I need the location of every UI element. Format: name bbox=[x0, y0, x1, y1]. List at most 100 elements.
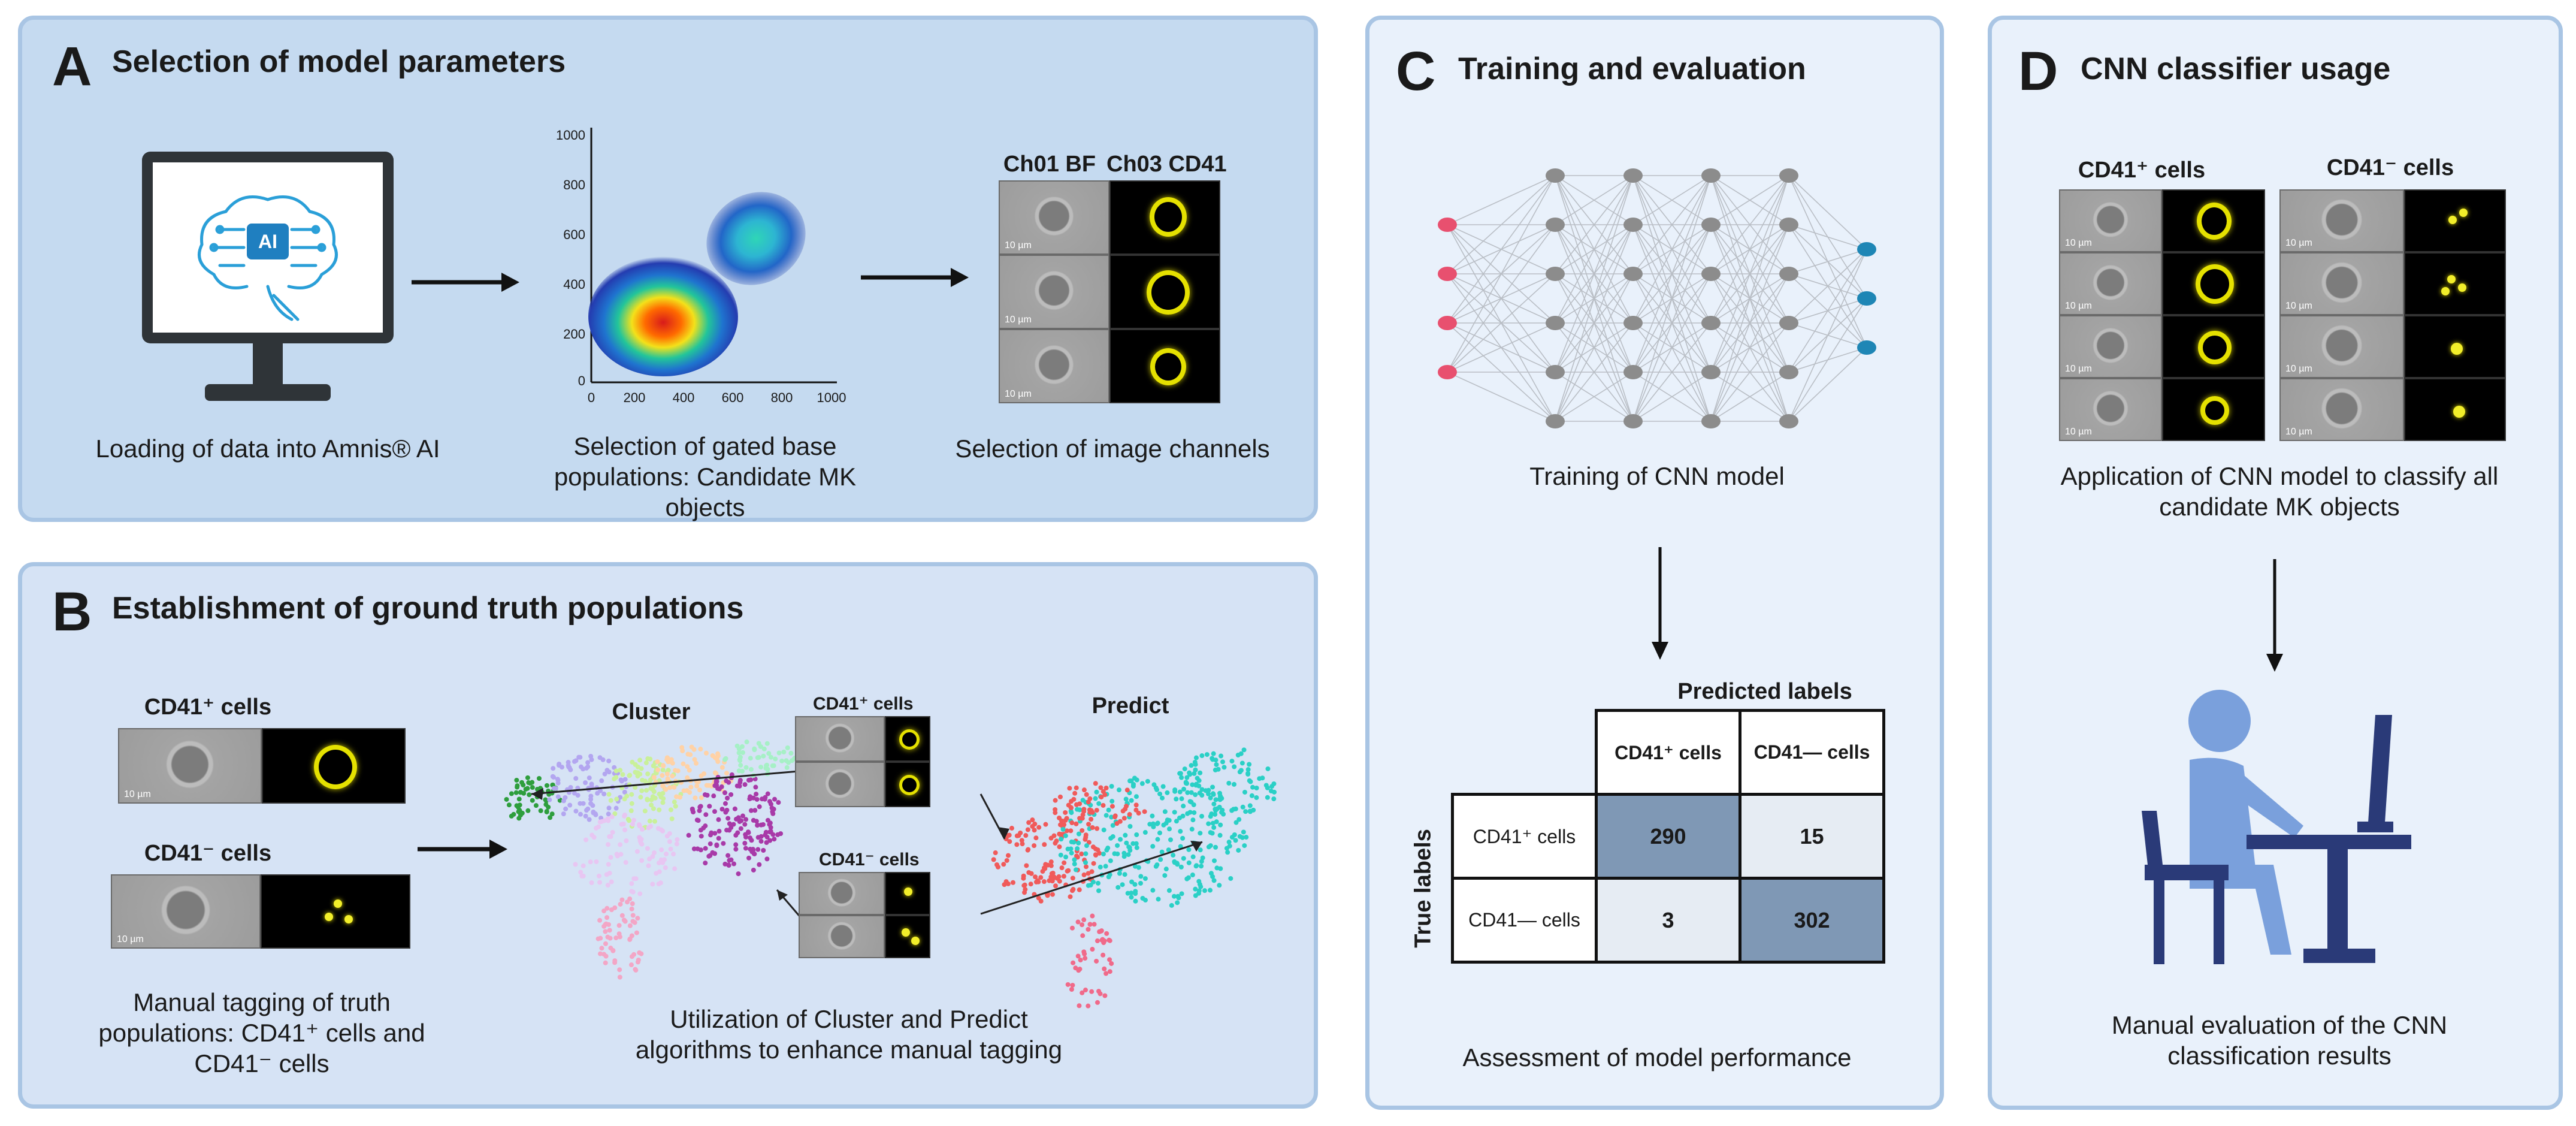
nn-node bbox=[1546, 218, 1565, 232]
predict-dot bbox=[1129, 890, 1134, 896]
cluster-dot bbox=[523, 786, 528, 792]
nn-edge bbox=[1788, 249, 1867, 373]
nn-node bbox=[1701, 316, 1721, 330]
predict-dot bbox=[1067, 786, 1072, 791]
predict-dot bbox=[1074, 853, 1080, 859]
predict-dot bbox=[1006, 833, 1011, 838]
cluster-dot bbox=[698, 747, 703, 752]
predict-dot bbox=[1048, 859, 1054, 865]
predict-dot bbox=[1208, 814, 1213, 819]
cluster-dot bbox=[544, 808, 549, 814]
predict-dot bbox=[1179, 891, 1184, 896]
cluster-dot bbox=[664, 852, 669, 857]
predict-dot bbox=[1162, 873, 1168, 878]
predict-dot bbox=[1192, 810, 1197, 816]
cm-cell-tn: 302 bbox=[1739, 877, 1885, 964]
cluster-dot bbox=[667, 831, 672, 837]
predict-dot bbox=[1171, 853, 1176, 858]
predict-dot bbox=[1157, 791, 1163, 796]
cluster-dot bbox=[697, 808, 702, 813]
cluster-dot bbox=[612, 811, 618, 816]
cluster-dot bbox=[607, 928, 612, 933]
predict-dot bbox=[1043, 822, 1048, 827]
predict-dot bbox=[1203, 788, 1208, 793]
predict-dot bbox=[1196, 890, 1201, 896]
cluster-dot bbox=[647, 856, 652, 862]
cluster-dot bbox=[637, 950, 642, 955]
predict-dot bbox=[1240, 804, 1245, 810]
cluster-dot bbox=[674, 794, 679, 799]
cluster-dot bbox=[629, 792, 634, 797]
cluster-dot bbox=[573, 862, 578, 867]
cluster-dot bbox=[555, 794, 561, 799]
cluster-dot bbox=[516, 796, 522, 802]
label-cd41-pos: CD41⁺ cells bbox=[144, 695, 272, 720]
predict-dot bbox=[1050, 870, 1056, 876]
cluster-dot bbox=[788, 750, 794, 756]
predict-dot bbox=[1093, 846, 1098, 852]
predict-dot bbox=[1096, 989, 1102, 994]
cluster-dot bbox=[723, 810, 728, 815]
predict-dot bbox=[1171, 893, 1177, 899]
bf-pos-image: 10 µm bbox=[118, 728, 262, 804]
predict-dot bbox=[1032, 843, 1037, 849]
nn-node bbox=[1546, 316, 1565, 330]
predict-dot bbox=[1020, 841, 1025, 847]
caption-manual-tagging: Manual tagging of truth populations: CD4… bbox=[98, 988, 425, 1078]
cd41-neg-image bbox=[261, 874, 410, 949]
predict-dot bbox=[1271, 781, 1277, 786]
predict-dot bbox=[1174, 861, 1180, 866]
predict-dot bbox=[1057, 844, 1062, 850]
predict-dot bbox=[1071, 887, 1076, 892]
cluster-dot bbox=[770, 811, 776, 816]
predict-dot bbox=[1109, 961, 1114, 966]
cluster-dot bbox=[533, 803, 539, 808]
cluster-dot bbox=[663, 787, 669, 792]
y-tick-0: 0 bbox=[578, 373, 585, 388]
arrow-down-icon-2 bbox=[2266, 559, 2283, 672]
cluster-dot bbox=[755, 847, 761, 852]
predict-dot bbox=[1104, 931, 1109, 936]
predict-dot bbox=[1249, 793, 1254, 798]
predict-dot bbox=[1145, 778, 1150, 784]
cluster-dot bbox=[725, 853, 731, 858]
cluster-dot bbox=[739, 768, 745, 774]
predict-dot bbox=[1166, 888, 1172, 893]
cluster-dot bbox=[757, 862, 762, 867]
cluster-dot bbox=[758, 834, 764, 839]
predict-dot bbox=[1190, 854, 1196, 859]
predict-dot bbox=[1074, 785, 1079, 790]
predict-dot bbox=[1238, 751, 1244, 756]
predict-dot bbox=[1093, 781, 1098, 786]
predict-dot bbox=[1199, 753, 1205, 759]
nn-node bbox=[1623, 168, 1643, 183]
cluster-dot bbox=[686, 832, 691, 838]
cluster-dot bbox=[715, 759, 721, 764]
cluster-dot bbox=[628, 962, 634, 968]
cluster-dot bbox=[619, 897, 625, 902]
cluster-dot bbox=[636, 822, 642, 828]
predict-dot bbox=[1236, 817, 1242, 822]
predict-dot bbox=[1059, 837, 1064, 842]
predict-dot bbox=[1081, 949, 1087, 955]
predict-dot bbox=[1100, 802, 1106, 808]
nn-edge bbox=[1710, 322, 1789, 422]
predict-dot bbox=[1123, 796, 1129, 802]
inset-label-pos: CD41⁺ cells bbox=[813, 694, 914, 714]
nn-node bbox=[1701, 365, 1721, 379]
predict-dot bbox=[1129, 798, 1134, 803]
predict-dot bbox=[1127, 778, 1133, 784]
nn-edge bbox=[1555, 175, 1634, 225]
cluster-dot bbox=[630, 901, 635, 906]
predict-dot bbox=[1150, 813, 1155, 819]
predict-dot bbox=[1228, 876, 1233, 881]
predicted-labels-header: Predicted labels bbox=[1677, 679, 1852, 704]
cluster-dot bbox=[598, 951, 603, 956]
x-tick-1000: 1000 bbox=[817, 390, 846, 405]
cluster-dot bbox=[610, 829, 615, 835]
nn-edge bbox=[1447, 175, 1556, 373]
cluster-dot bbox=[547, 797, 552, 802]
cluster-dot bbox=[699, 795, 704, 801]
cluster-dot bbox=[652, 795, 658, 801]
cluster-dot bbox=[631, 817, 637, 823]
